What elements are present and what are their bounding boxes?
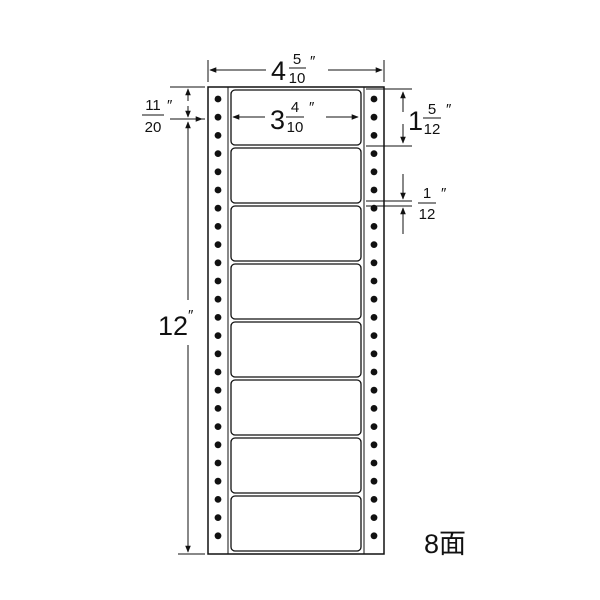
label-gap-unit: ″	[441, 185, 447, 202]
label-gap-numerator: 1	[423, 185, 431, 202]
pinfeed-hole	[370, 532, 378, 540]
label-rows	[230, 89, 362, 552]
label-height-unit: ″	[446, 101, 452, 118]
pinfeed-hole	[370, 459, 378, 467]
pinfeed-hole	[214, 441, 222, 449]
pinfeed-hole	[370, 277, 378, 285]
label-1	[230, 89, 362, 146]
pinfeed-hole	[370, 168, 378, 176]
pinfeed-hole	[214, 223, 222, 230]
pinfeed-hole	[214, 459, 222, 467]
pinfeed-hole	[214, 514, 222, 521]
pinfeed-hole	[214, 113, 222, 121]
total-width-unit: ″	[310, 53, 316, 70]
faces-count-label: 8面	[424, 529, 466, 559]
pinfeed-hole	[370, 150, 378, 158]
pinfeed-hole	[370, 223, 378, 230]
label-width-unit: ″	[309, 99, 315, 116]
top-margin-unit: ″	[167, 97, 173, 114]
pinfeed-hole	[214, 295, 222, 303]
top-margin-numerator: 11	[145, 97, 161, 114]
total-width-numerator: 5	[293, 51, 301, 68]
pinfeed-hole	[214, 132, 222, 139]
pinfeed-hole	[370, 441, 378, 449]
label-height-numerator: 5	[428, 101, 436, 118]
pinfeed-hole	[370, 132, 378, 139]
pinfeed-hole	[214, 168, 222, 176]
pinfeed-hole	[370, 314, 378, 321]
pinfeed-hole	[370, 332, 378, 339]
pinfeed-hole	[214, 277, 222, 285]
pinfeed-hole	[370, 368, 378, 376]
label-5	[230, 321, 362, 378]
pinfeed-hole	[370, 405, 378, 412]
pinfeed-hole	[214, 95, 222, 103]
label-width-dimension: 3 4 10 ″	[232, 99, 359, 136]
pinfeed-hole	[214, 350, 222, 358]
top-margin-dimension: 11 20 ″	[142, 86, 205, 136]
pinfeed-hole	[370, 113, 378, 121]
pinfeed-hole	[214, 150, 222, 158]
pinfeed-hole	[214, 386, 222, 394]
pinfeed-hole	[214, 368, 222, 376]
pinfeed-hole	[370, 186, 378, 194]
pinfeed-hole	[214, 332, 222, 339]
label-height-denominator: 12	[424, 121, 441, 138]
label-gap-denominator: 12	[419, 206, 436, 223]
pinfeed-hole	[370, 295, 378, 303]
pinfeed-hole	[370, 95, 378, 103]
sheet-outline	[207, 86, 385, 555]
label-width-whole: 3	[270, 105, 285, 135]
label-height-whole: 1	[408, 106, 423, 136]
label-8	[230, 495, 362, 552]
label-gap-dimension: 1 12 ″	[366, 174, 447, 234]
label-3	[230, 205, 362, 262]
pinfeed-hole	[214, 241, 222, 249]
sheet-height-whole: 12	[158, 311, 188, 341]
pinfeed-hole	[214, 186, 222, 194]
pinfeed-hole	[214, 477, 222, 485]
label-4	[230, 263, 362, 320]
pinfeed-hole	[370, 259, 378, 267]
label-6	[230, 379, 362, 436]
label-width-denominator: 10	[287, 119, 304, 136]
label-7	[230, 437, 362, 494]
right-pinfeed-holes	[370, 95, 378, 540]
total-width-denominator: 10	[289, 70, 306, 87]
pinfeed-hole	[214, 496, 222, 503]
pinfeed-hole	[370, 386, 378, 394]
pinfeed-hole	[214, 259, 222, 267]
label-2	[230, 147, 362, 204]
total-width-whole: 4	[271, 56, 286, 86]
pinfeed-hole	[214, 314, 222, 321]
pinfeed-hole	[214, 405, 222, 412]
label-height-dimension: 1 5 12 ″	[366, 88, 452, 147]
sheet-height-dimension: 12 ″	[158, 121, 205, 555]
top-margin-denominator: 20	[145, 119, 162, 136]
pinfeed-hole	[370, 477, 378, 485]
pinfeed-hole	[214, 532, 222, 540]
pinfeed-hole	[370, 241, 378, 249]
pinfeed-hole	[370, 514, 378, 521]
left-pinfeed-holes	[214, 95, 222, 540]
pinfeed-hole	[370, 496, 378, 503]
label-width-numerator: 4	[291, 99, 299, 116]
pinfeed-hole	[214, 204, 222, 212]
pinfeed-hole	[370, 350, 378, 358]
total-width-dimension: 4 5 10 ″	[207, 51, 385, 87]
pinfeed-hole	[370, 423, 378, 430]
sheet-height-unit: ″	[188, 307, 194, 324]
pinfeed-hole	[214, 423, 222, 430]
